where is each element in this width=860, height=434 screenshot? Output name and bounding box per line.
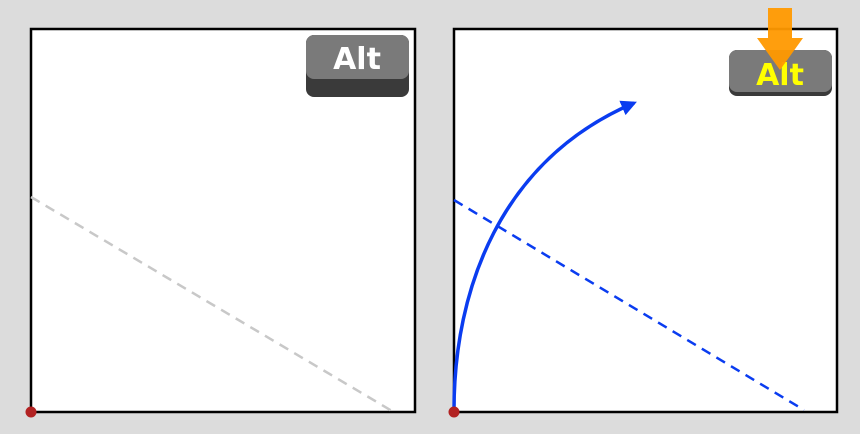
panel-before: Alt xyxy=(25,27,417,418)
pivot-point-after xyxy=(448,406,460,418)
alt-key-before: Alt xyxy=(306,35,409,97)
panel-after: Alt xyxy=(448,8,839,418)
press-down-arrow-icon xyxy=(757,8,803,70)
alt-key-after: Alt xyxy=(729,50,832,96)
alt-key-face-after xyxy=(729,50,832,92)
pivot-point-before xyxy=(25,406,37,418)
selection-line-after xyxy=(453,198,805,412)
selection-line-before xyxy=(30,195,393,413)
alt-key-face-before xyxy=(306,35,409,79)
alt-key-label-before: Alt xyxy=(333,42,381,77)
rotation-arrow xyxy=(452,100,637,411)
